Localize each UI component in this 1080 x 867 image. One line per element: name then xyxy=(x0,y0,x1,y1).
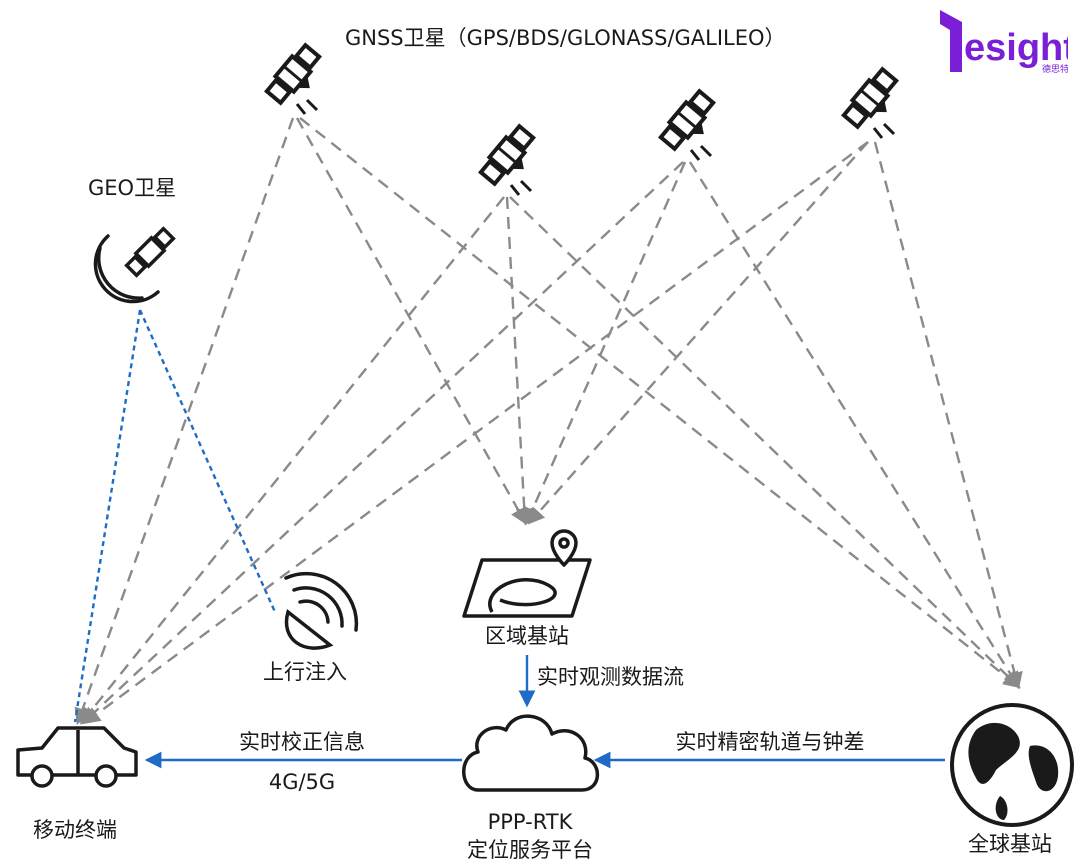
tesight-logo: esight 德思特 xyxy=(938,10,1076,76)
realtime-obs-stream-label: 实时观测数据流 xyxy=(537,665,684,689)
car-icon xyxy=(16,726,138,788)
geo-satellite-icon xyxy=(93,226,176,304)
regional-station-label: 区域基站 xyxy=(485,624,569,648)
platform-label-line2: 定位服务平台 xyxy=(467,838,593,862)
cloud-icon xyxy=(462,714,600,792)
satellite-icon xyxy=(656,87,726,162)
globe-icon xyxy=(950,703,1074,827)
logo-mark-icon: esight 德思特 xyxy=(940,10,1076,75)
precise-orbit-clock-label: 实时精密轨道与钟差 xyxy=(675,730,865,754)
network-label: 4G/5G xyxy=(268,770,336,794)
svg-text:esight: esight xyxy=(964,27,1068,69)
gnss-signal-lines xyxy=(74,117,1023,726)
global-station-label: 全球基站 xyxy=(968,832,1052,856)
satellite-icon xyxy=(262,41,332,116)
platform-label-line1: PPP-RTK xyxy=(487,810,573,834)
geo-satellite-label: GEO卫星 xyxy=(88,176,177,200)
dish-icon xyxy=(284,571,359,650)
geo-signal-lines xyxy=(73,309,277,723)
satellite-icon xyxy=(476,122,546,197)
gnss-satellites-label: GNSS卫星（GPS/BDS/GLONASS/GALILEO） xyxy=(345,26,786,50)
data-flow-arrows xyxy=(144,655,945,769)
mobile-terminal-label: 移动终端 xyxy=(33,818,117,842)
uplink-injection-label: 上行注入 xyxy=(263,660,347,684)
satellite-icon xyxy=(839,65,909,140)
realtime-correction-label: 实时校正信息 xyxy=(239,730,365,754)
svg-text:德思特: 德思特 xyxy=(1042,63,1068,75)
map-pin-icon xyxy=(462,529,592,618)
